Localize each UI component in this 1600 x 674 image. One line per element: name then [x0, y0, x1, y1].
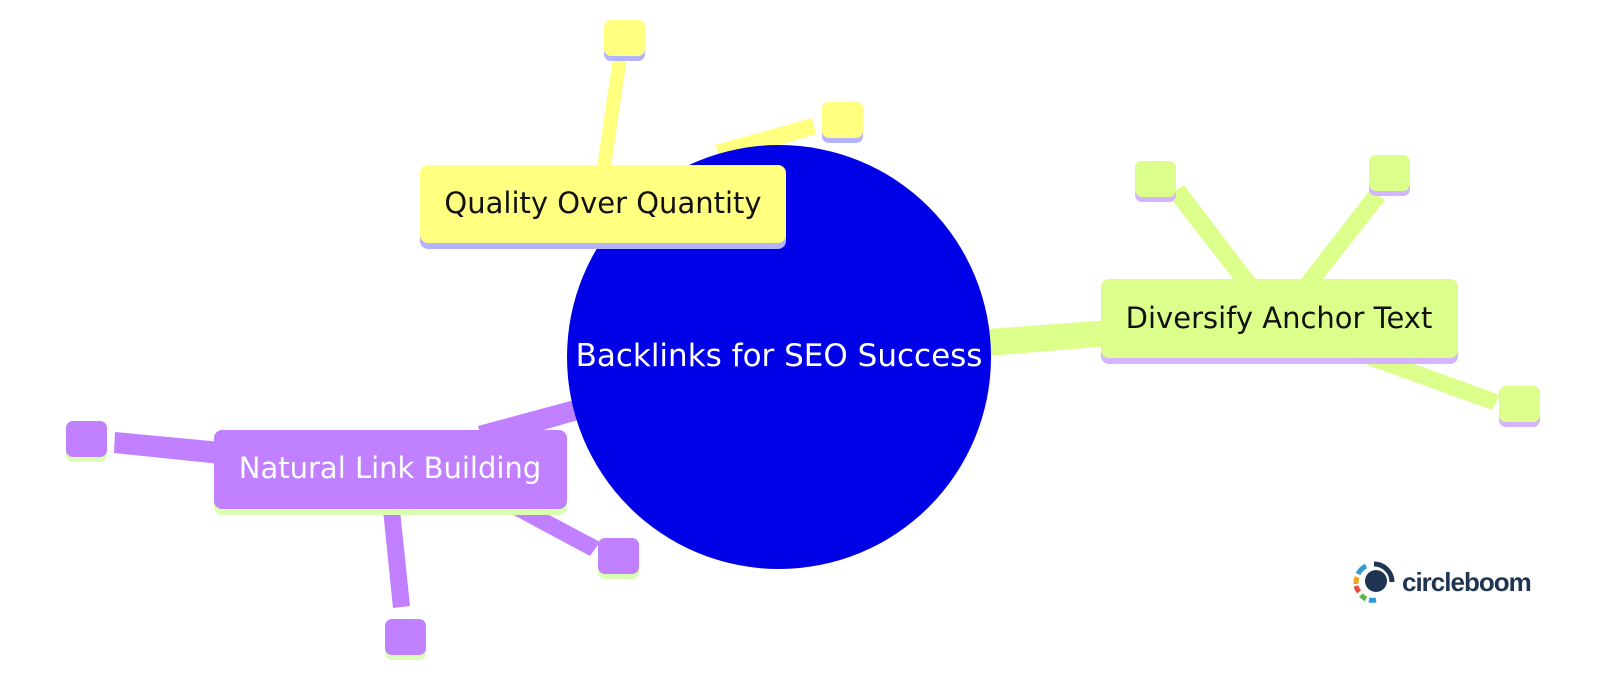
circleboom-logo: circleboom	[1352, 560, 1532, 604]
leaf-natural-1[interactable]	[66, 421, 107, 462]
leaf-natural-2[interactable]	[598, 538, 639, 579]
connector-center-to-diversify	[988, 320, 1110, 356]
leaf-box	[1499, 386, 1540, 422]
central-topic-label: Backlinks for SEO Success	[576, 338, 983, 374]
connector-natural-to-leaf-3	[383, 510, 410, 608]
branch-label: Diversify Anchor Text	[1126, 301, 1433, 335]
branch-node-box	[214, 430, 567, 509]
leaf-quality-2[interactable]	[822, 102, 863, 143]
branch-natural-link-building[interactable]: Natural Link Building	[214, 430, 567, 515]
branch-quality-over-quantity[interactable]: Quality Over Quantity	[420, 165, 786, 249]
connector-diversify-to-leaf-2	[1298, 190, 1385, 293]
leaf-natural-3[interactable]	[385, 619, 426, 660]
branch-node-box	[1101, 279, 1458, 358]
central-topic-circle[interactable]	[567, 145, 991, 569]
connector-natural-to-leaf-1	[114, 432, 232, 465]
connector-diversify-to-leaf-1	[1168, 185, 1256, 290]
leaf-box	[1369, 155, 1410, 191]
leaf-box	[385, 619, 426, 655]
circleboom-logo-text: circleboom	[1402, 566, 1532, 597]
leaf-box	[1135, 161, 1176, 197]
leaf-box	[822, 102, 863, 138]
leaf-quality-1[interactable]	[604, 20, 645, 61]
circleboom-logo-icon	[1353, 561, 1395, 603]
leaf-box	[598, 538, 639, 574]
leaf-box	[66, 421, 107, 457]
connector-quality-to-leaf-1	[597, 58, 627, 166]
leaf-diversify-3[interactable]	[1499, 386, 1540, 427]
branch-node-box	[420, 165, 786, 243]
branch-label: Quality Over Quantity	[444, 186, 761, 220]
leaf-diversify-1[interactable]	[1135, 161, 1176, 202]
leaf-box	[604, 20, 645, 56]
branch-diversify-anchor-text[interactable]: Diversify Anchor Text	[1101, 279, 1458, 364]
branch-label: Natural Link Building	[239, 451, 541, 485]
leaf-diversify-2[interactable]	[1369, 155, 1410, 196]
